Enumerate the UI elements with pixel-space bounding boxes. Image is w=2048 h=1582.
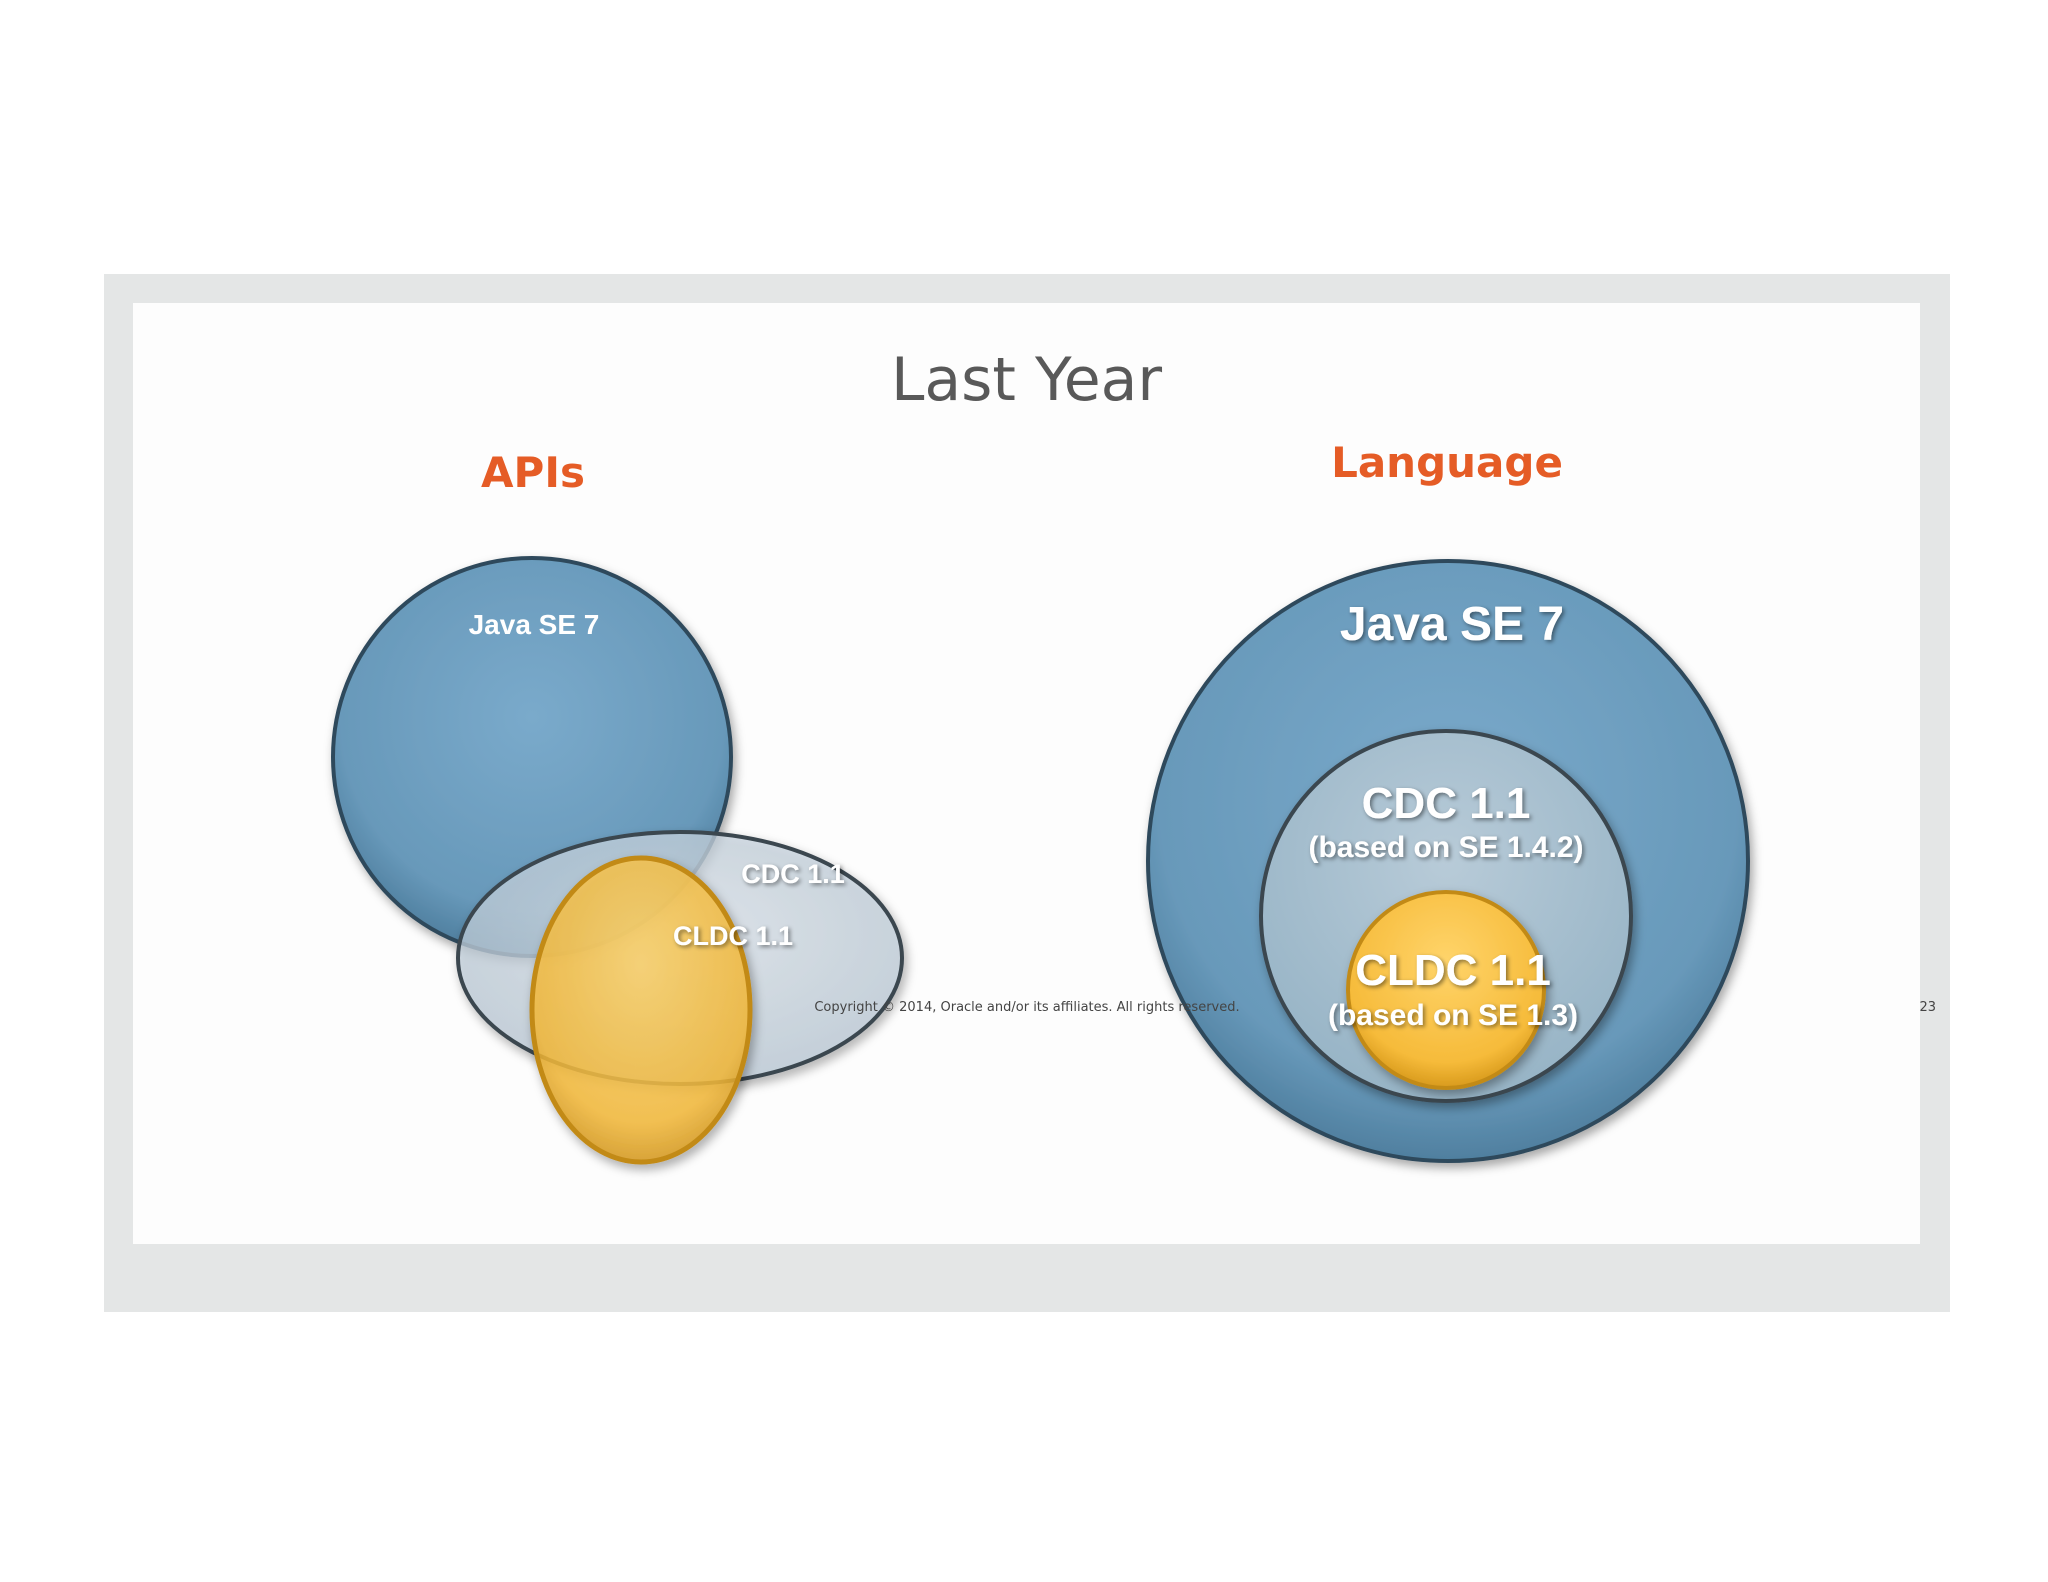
apis-venn: Java SE 7 CDC 1.1 CLDC 1.1 — [331, 556, 904, 1165]
slide-title: Last Year — [890, 345, 1163, 415]
language-cldc-note: (based on SE 1.3) — [1328, 999, 1578, 1032]
language-cdc-label: CDC 1.1 — [1362, 779, 1531, 828]
language-cdc-note: (based on SE 1.4.2) — [1308, 831, 1583, 864]
apis-cldc-ellipse — [529, 855, 753, 1165]
language-java-se-label: Java SE 7 — [1340, 598, 1564, 651]
language-heading: Language — [1331, 438, 1563, 487]
language-venn: Java SE 7 CDC 1.1 (based on SE 1.4.2) CL… — [1146, 559, 1750, 1163]
language-cldc-circle — [1346, 890, 1546, 1090]
apis-heading: APIs — [481, 448, 585, 497]
apis-java-se-label: Java SE 7 — [469, 609, 600, 640]
copyright-notice: Copyright © 2014, Oracle and/or its affi… — [814, 1000, 1240, 1015]
language-cldc-label: CLDC 1.1 — [1355, 946, 1551, 995]
apis-cldc-label: CLDC 1.1 — [673, 921, 793, 951]
page-number: 23 — [1919, 1000, 1936, 1015]
slide-footer: Copyright © 2014, Oracle and/or its affi… — [104, 1000, 1950, 1020]
apis-cdc-label: CDC 1.1 — [741, 859, 845, 889]
